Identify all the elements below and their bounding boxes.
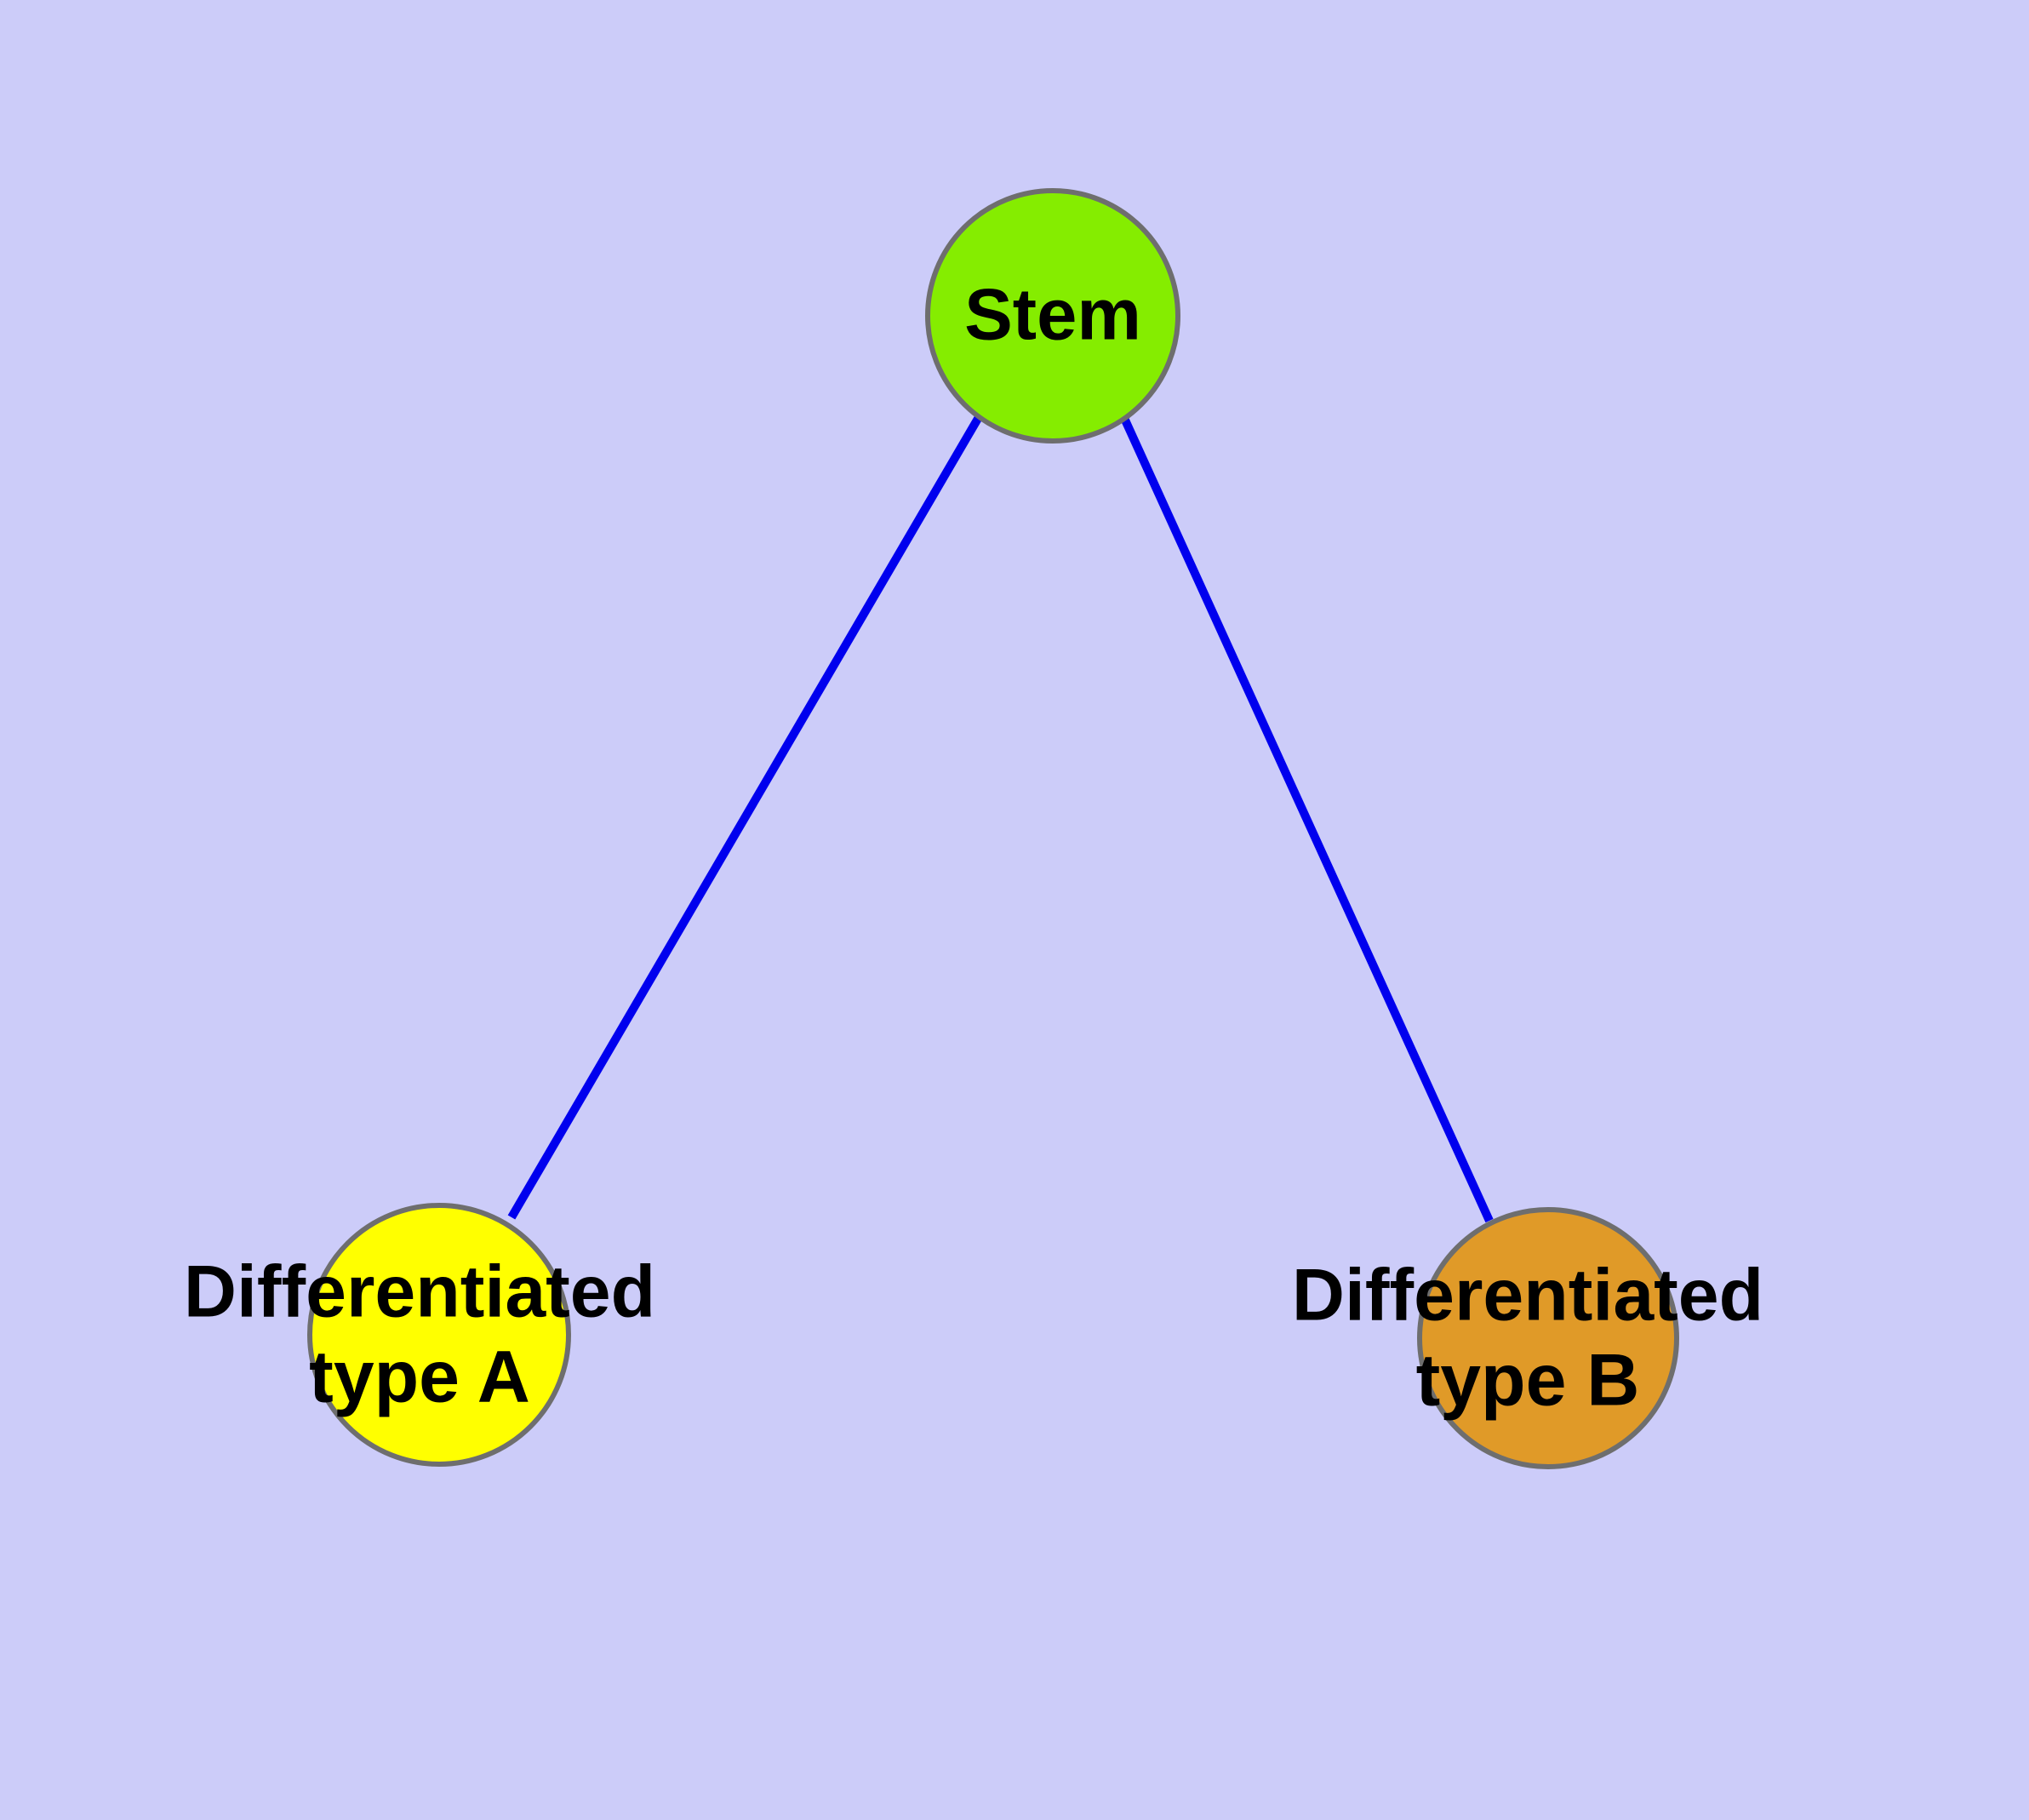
node-circle-stem[interactable] bbox=[925, 188, 1180, 444]
edge-stem-to-diff-a[interactable] bbox=[507, 415, 983, 1220]
node-layer bbox=[307, 188, 1679, 1469]
edge-layer bbox=[507, 414, 1494, 1223]
edge-stem-to-diff-b[interactable] bbox=[1119, 414, 1494, 1223]
node-circle-diff-b[interactable] bbox=[1417, 1207, 1679, 1469]
node-circle-diff-a[interactable] bbox=[307, 1203, 571, 1467]
